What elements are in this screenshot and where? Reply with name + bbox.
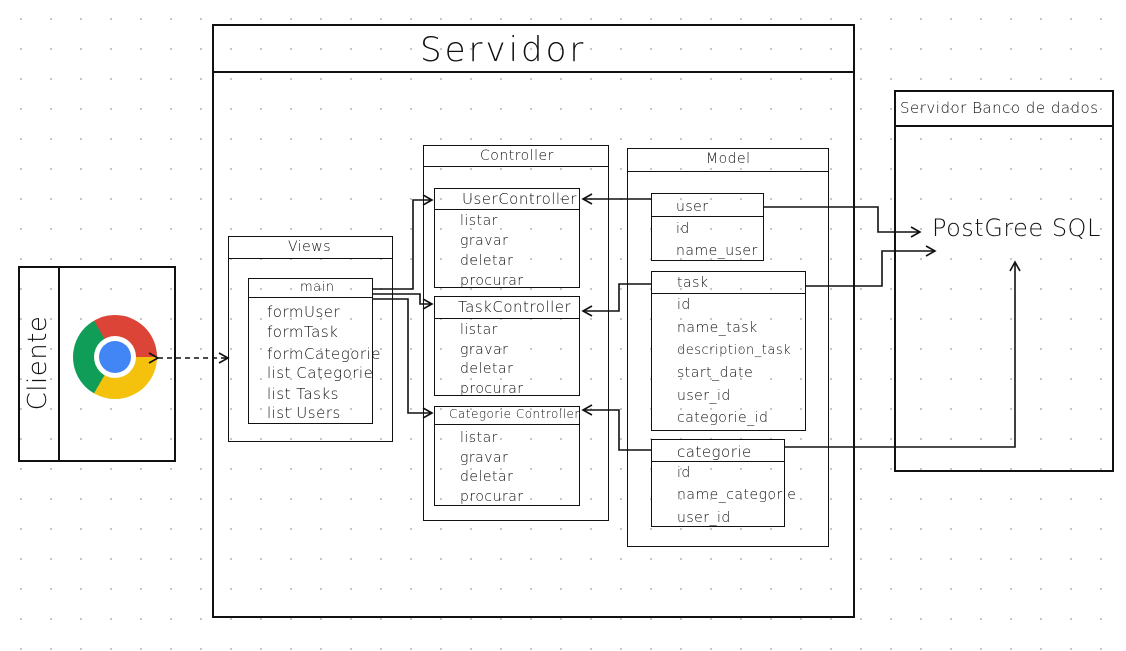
- user-model-divider: [651, 216, 764, 217]
- views-title-divider: [228, 258, 393, 259]
- task-model-field: categorie_id: [677, 410, 769, 426]
- user-controller-divider: [434, 209, 580, 210]
- user-model-box: [651, 193, 764, 261]
- views-title: Views: [288, 239, 332, 255]
- task-model-title: task: [677, 275, 709, 291]
- categorie-controller-divider: [434, 424, 580, 425]
- db-server-box: [894, 90, 1114, 472]
- task-model-divider: [651, 293, 806, 294]
- task-model-field: name_task: [677, 320, 758, 336]
- db-name: PostGree SQL: [932, 214, 1101, 242]
- categorie-model-divider: [651, 461, 785, 462]
- main-item: list Tasks: [267, 385, 339, 403]
- task-controller-method: procurar: [460, 381, 524, 397]
- categorie-model-field: name_categorie: [677, 487, 797, 503]
- main-item: formTask: [267, 323, 339, 341]
- main-item: list Users: [267, 404, 341, 422]
- categorie-controller-box: [434, 406, 580, 506]
- controller-title-divider: [423, 166, 609, 167]
- db-server-title-divider: [894, 125, 1114, 127]
- user-controller-method: deletar: [460, 253, 514, 269]
- controller-title: Controller: [480, 148, 554, 164]
- main-item: formUser: [267, 303, 341, 321]
- user-controller-box: [434, 188, 580, 288]
- server-title: Servidor: [420, 30, 587, 70]
- server-title-divider: [212, 71, 855, 73]
- task-controller-method: listar: [460, 322, 498, 338]
- main-to-categorie-controller: [373, 298, 434, 419]
- main-item: list Categorie: [267, 364, 374, 382]
- task-controller-method: gravar: [460, 342, 509, 358]
- main-to-task-controller: [373, 293, 434, 310]
- model-title-divider: [627, 171, 829, 172]
- client-box: [18, 266, 176, 462]
- user-model-to-db: [764, 206, 922, 238]
- user-controller-method: procurar: [460, 273, 524, 289]
- views-box: [228, 236, 393, 442]
- controller-box: [423, 145, 609, 521]
- model-title: Model: [706, 151, 751, 167]
- task-controller-divider: [434, 318, 580, 319]
- categorie-model-to-controller: [581, 404, 651, 451]
- task-model-field: start_date: [677, 365, 754, 381]
- categorie-model-to-db: [785, 260, 1021, 448]
- main-view-box: [248, 278, 373, 424]
- categorie-controller-method: gravar: [460, 450, 509, 466]
- model-box: [627, 148, 829, 547]
- categorie-controller-title: Categorie Controller: [449, 407, 580, 421]
- client-divider: [58, 266, 60, 462]
- user-model-field: name_user: [676, 243, 758, 259]
- task-model-field: id: [677, 297, 691, 313]
- task-model-field: user_id: [677, 388, 731, 404]
- user-model-title: user: [676, 199, 709, 215]
- categorie-model-title: categorie: [677, 443, 752, 461]
- user-controller-method: listar: [460, 213, 498, 229]
- main-item: formCategorie: [267, 345, 381, 363]
- categorie-model-box: [651, 439, 785, 527]
- main-view-title: main: [300, 280, 335, 295]
- task-controller-method: deletar: [460, 361, 514, 377]
- main-to-user-controller: [373, 194, 434, 290]
- db-server-title: Servidor Banco de dados: [900, 99, 1099, 117]
- user-controller-title: UserController: [462, 190, 577, 208]
- task-model-box: [651, 271, 806, 431]
- main-view-title-divider: [248, 297, 373, 298]
- server-box: [212, 24, 855, 618]
- categorie-controller-method: listar: [460, 430, 498, 446]
- task-model-field: description_task: [677, 343, 792, 358]
- user-model-field: id: [676, 221, 690, 237]
- user-controller-method: gravar: [460, 233, 509, 249]
- task-controller-title: TaskController: [458, 298, 572, 316]
- task-controller-box: [434, 296, 580, 396]
- task-model-to-controller: [581, 283, 651, 317]
- chrome-icon: [73, 315, 157, 399]
- categorie-controller-method: procurar: [460, 489, 524, 505]
- categorie-controller-method: deletar: [460, 469, 514, 485]
- task-model-to-db: [806, 245, 937, 287]
- categorie-model-field: id: [677, 465, 691, 481]
- categorie-model-field: user_id: [677, 510, 731, 526]
